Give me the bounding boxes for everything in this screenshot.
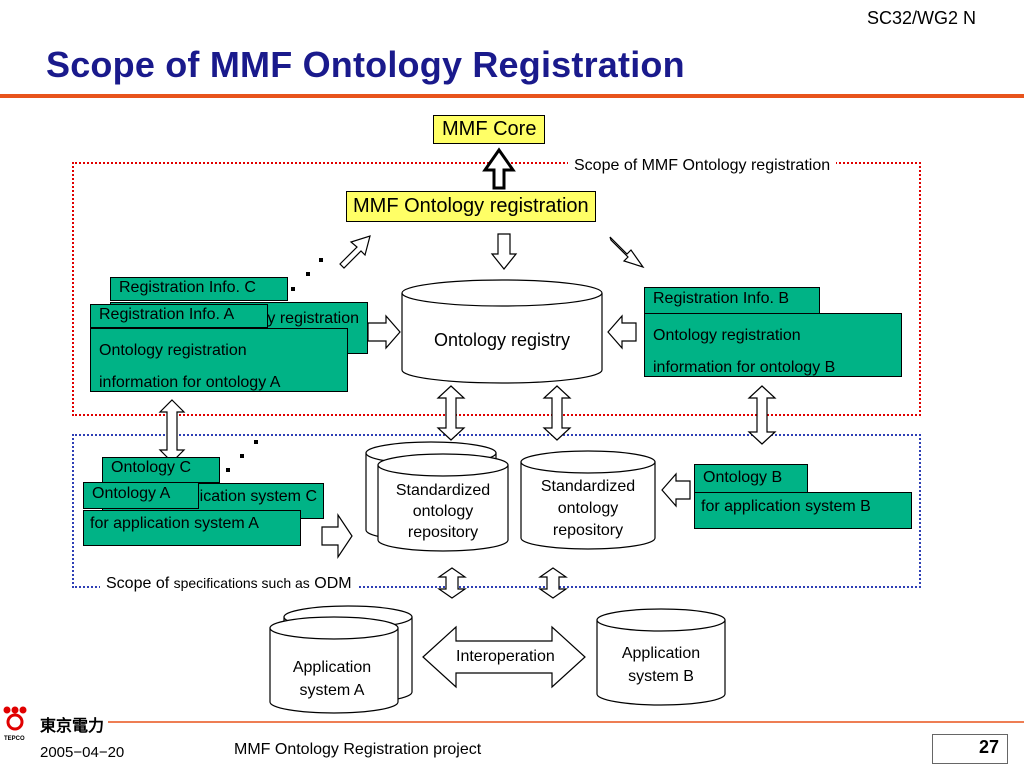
down-arrow-center [490,233,518,270]
ontology-a-body: for application system A [83,510,301,546]
company-logo-text: 東京電力 [40,718,105,735]
up-arrow-ontology-a [158,399,186,463]
registration-info-b-line2: information for ontology B [653,359,836,376]
ontology-b-text: for application system B [701,498,871,515]
specification-scope-region [72,434,921,588]
registration-info-a-line1: Ontology registration [99,342,247,359]
up-arrow-ontology-b [747,385,777,445]
down-arrow-left [339,235,371,269]
registration-info-b-body: Ontology registration information for on… [644,313,902,377]
document-id: SC32/WG2 N [866,8,976,28]
specification-scope-small: specifications such as [173,575,310,591]
footer-project-name: MMF Ontology Registration project [234,741,482,758]
arrow-ontology-b-to-repository [661,472,691,508]
arrow-app-b-to-repository [538,567,568,599]
specification-scope-prefix: Scope of [106,575,170,592]
page-number: 27 [978,737,999,757]
specification-scope-label: Scope of specifications such as ODM [100,575,358,593]
company-logo-icon [3,706,27,731]
registration-info-a-body: Ontology registration information for on… [90,328,348,392]
ontology-registry-label: Ontology registry [433,330,571,350]
ontology-a-tab: Ontology A [83,482,199,509]
arrow-into-registry-right [607,314,637,350]
application-system-a-cylinder [269,605,413,714]
ontology-c-tab: Ontology C [102,457,220,483]
down-arrow-right [609,236,645,269]
registration-info-b-line1: Ontology registration [653,327,801,344]
title-divider [0,94,1024,98]
page-number-box: 27 [932,734,1008,764]
application-system-b-cylinder [596,608,726,706]
registration-info-a-line2: information for ontology A [99,374,281,391]
ontology-registry-cylinder [401,279,603,384]
page-title: Scope of MMF Ontology Registration [46,44,685,85]
standardized-repository-right-cylinder [520,450,656,550]
continuation-dots-upper [291,258,323,291]
up-arrow-repository-left [436,385,466,441]
registration-info-c-tab: Registration Info. C [110,277,288,301]
interoperation-label: Interoperation [456,648,555,665]
ontology-b-tab: Ontology B [694,464,808,495]
mmf-registration-box: MMF Ontology registration [346,191,596,222]
ontology-a-text: for application system A [90,515,259,532]
arrow-ontology-a-to-repository [321,513,353,559]
ontology-b-body: for application system B [694,492,912,529]
application-system-a-label: Application system A [292,659,372,699]
application-system-b-label: Application system B [621,645,701,685]
registration-info-a-tab: Registration Info. A [90,304,268,328]
standardized-repository-left-cylinder [365,441,509,552]
arrow-app-a-to-repository [437,567,467,599]
interoperation-arrow [422,625,586,689]
standardized-repository-right-label: Standardized ontology repository [540,478,636,539]
mmf-core-box: MMF Core [433,115,546,144]
arrow-into-registry-left [367,314,401,350]
continuation-dots-lower [226,440,258,472]
footer-date: 2005−04−20 [40,744,125,761]
registration-scope-label: Scope of MMF Ontology registration [568,157,837,175]
company-logo-caption: TEPCO [4,736,25,742]
up-arrow-repository-right [542,385,572,441]
registration-info-b-tab: Registration Info. B [644,287,820,314]
up-arrow-to-core [482,147,516,190]
specification-scope-suffix: ODM [314,575,352,592]
standardized-repository-left-label: Standardized ontology repository [395,482,491,541]
